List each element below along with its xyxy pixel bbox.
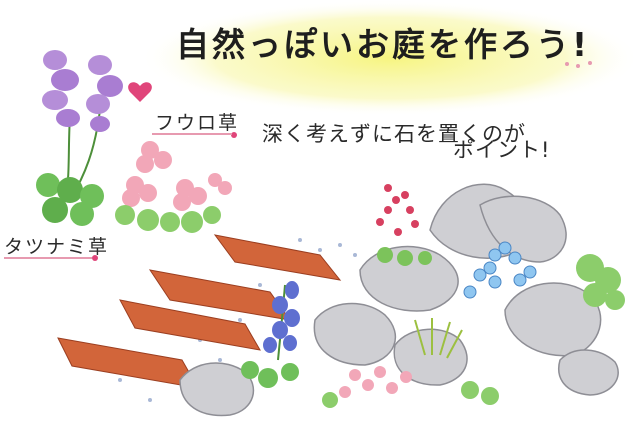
pink-ground-flowers [339,366,412,398]
bullet-icon [231,132,237,138]
pink-flowers [115,141,232,233]
grasses [414,318,463,359]
title-glow [140,0,637,116]
subtitle-line-1: 深く考えずに石を置くのが [262,122,526,146]
label-tatsunamisou: タツナミ草 [4,236,110,258]
page-title: 自然っぽいお庭を作ろう! [176,25,591,64]
ground-leaves [322,381,499,408]
green-shrub [576,254,625,310]
bullet-icon [92,255,98,261]
purple-flower [36,50,123,226]
decor-dots [565,61,592,68]
blue-flowers [463,241,537,299]
wooden-steps [57,234,342,389]
blue-lupin [241,281,300,388]
heart-icon [128,82,152,102]
label-fuurosou: フウロ草 [155,112,240,134]
leaves-small [377,247,432,266]
red-sprig [376,184,419,236]
subtitle-line-2: ポイント! [453,138,551,162]
